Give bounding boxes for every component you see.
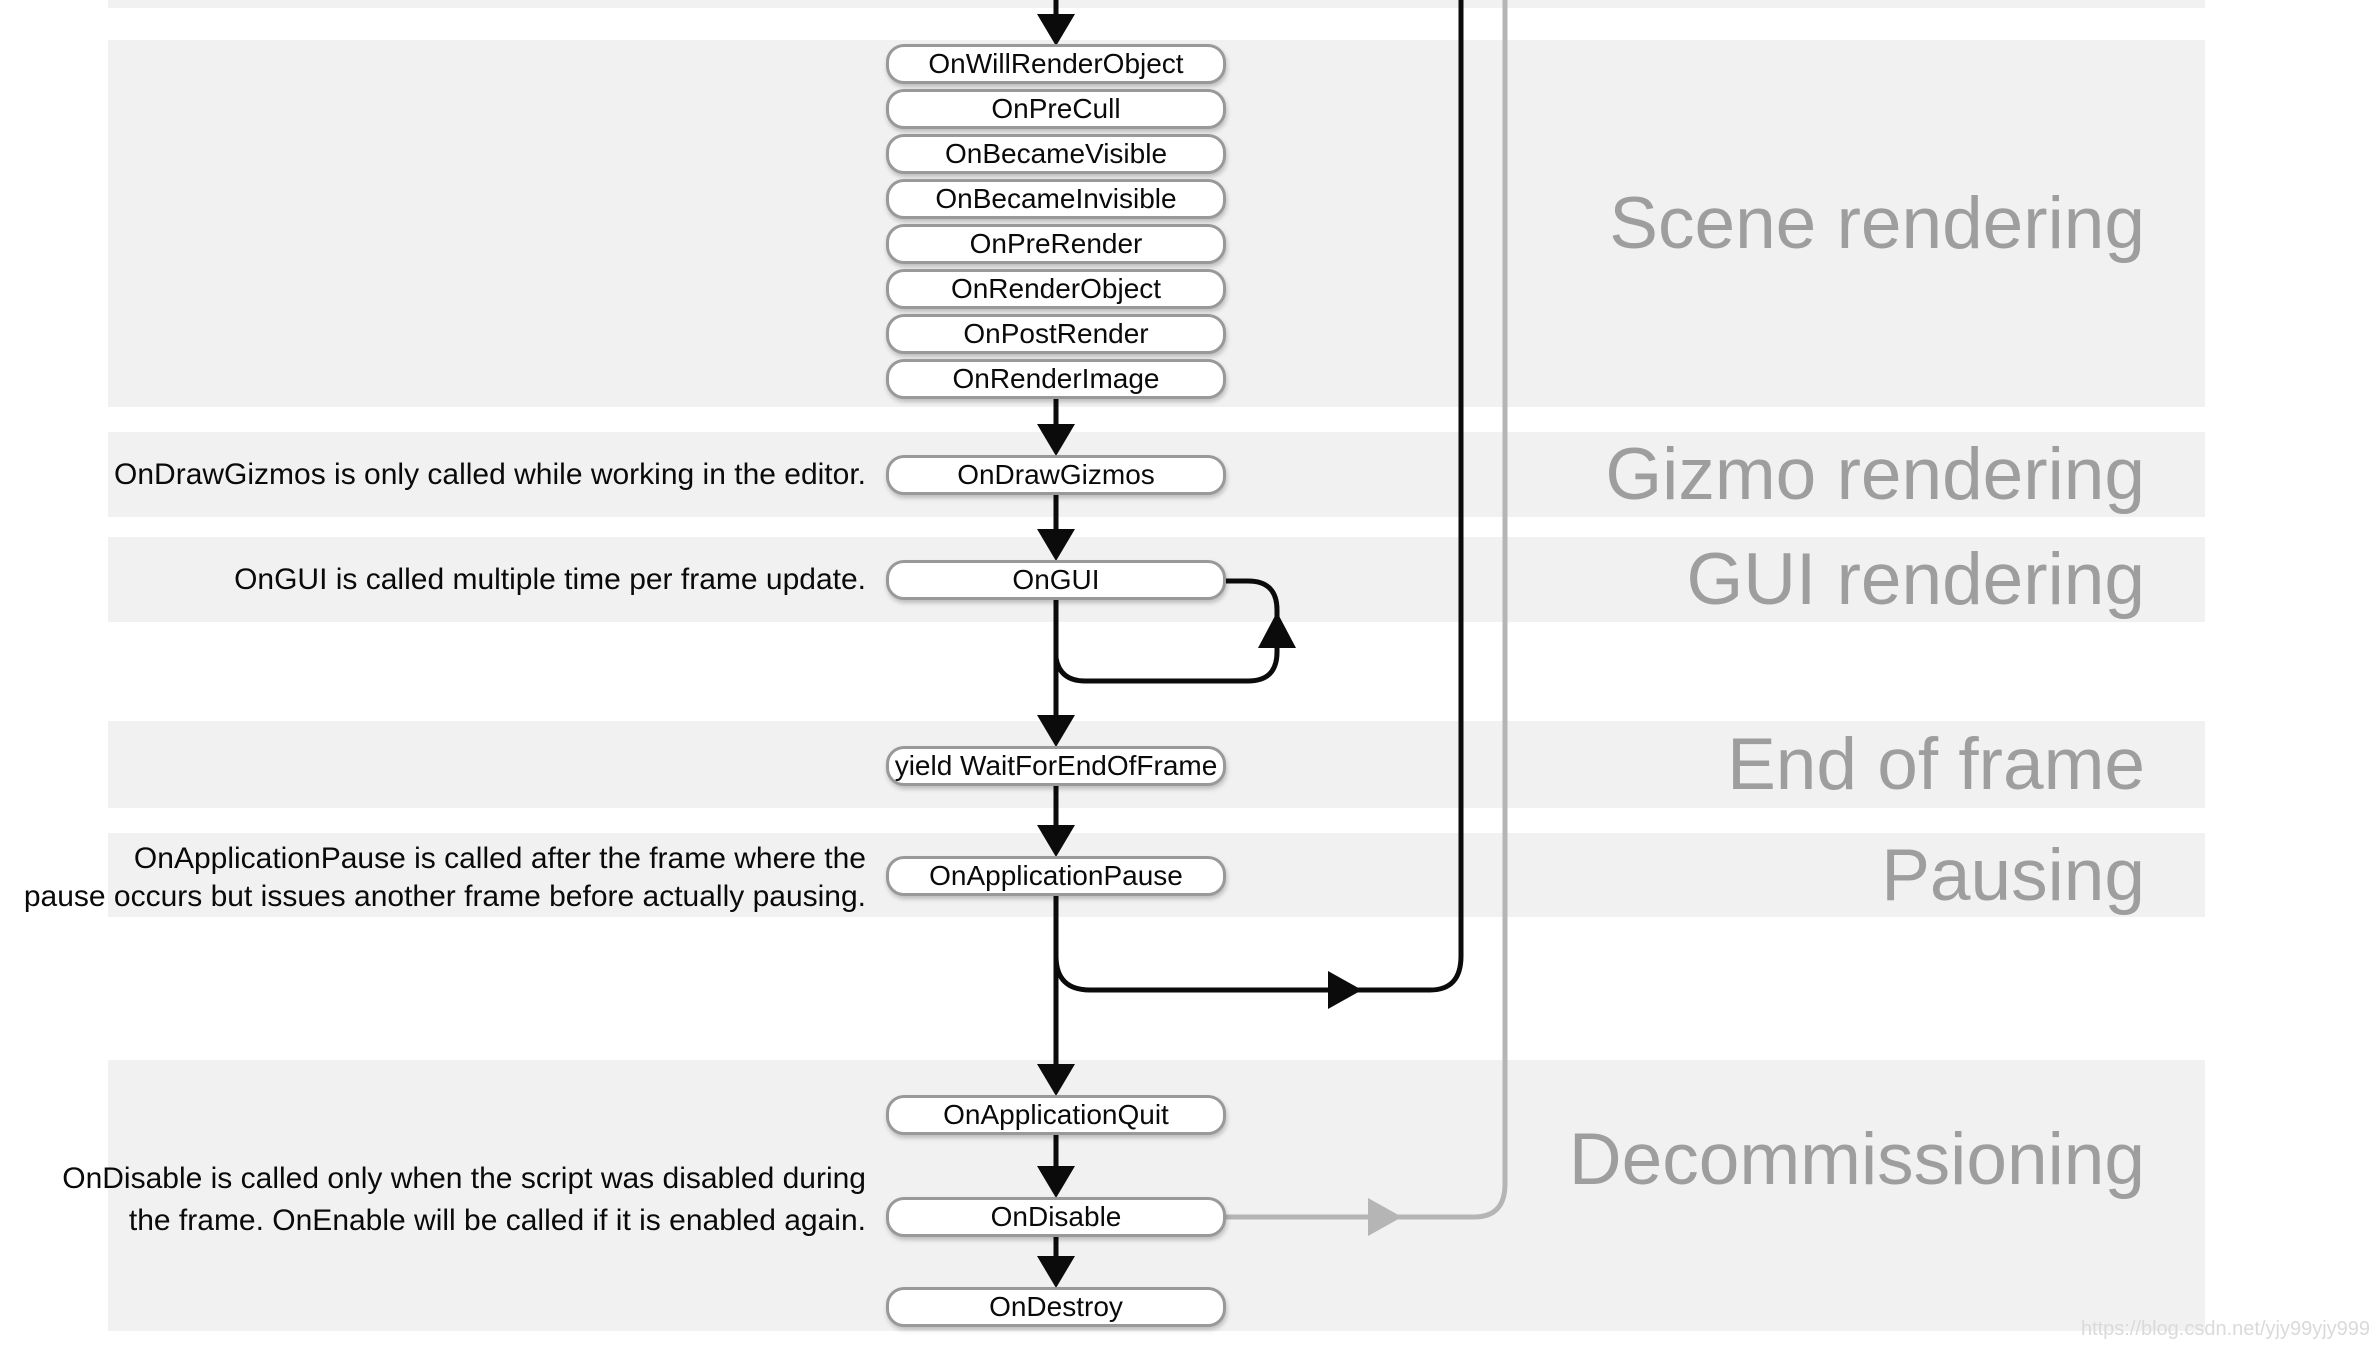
arrowhead-into-ongui	[1037, 529, 1075, 561]
node-label: OnBecameVisible	[944, 138, 1168, 169]
annotation-line: pause occurs but issues another frame be…	[23, 880, 866, 913]
section-label-gizmo-rendering: Gizmo rendering	[1605, 434, 2145, 515]
node-label: OnPostRender	[963, 318, 1149, 349]
arrowhead-into-ondrawgizmos	[1037, 424, 1075, 456]
node-label: OnWillRenderObject	[928, 48, 1184, 79]
node-label: OnDisable	[990, 1201, 1122, 1232]
node-ondisable: OnDisable	[886, 1197, 1226, 1237]
watermark-url: https://blog.csdn.net/yjy99yjy999	[2080, 1318, 2370, 1340]
arrowhead-into-onapplicationquit	[1037, 1064, 1075, 1096]
node-ondestroy: OnDestroy	[886, 1287, 1226, 1327]
node-onwillrenderobject: OnWillRenderObject	[886, 44, 1226, 84]
arrowhead-into-onapplicationpause	[1037, 825, 1075, 857]
section-label-scene-rendering: Scene rendering	[1609, 183, 2145, 264]
node-label: OnPreRender	[969, 228, 1143, 259]
node-label: OnRenderObject	[950, 273, 1162, 304]
node-onapplicationpause: OnApplicationPause	[886, 856, 1226, 896]
annotation-ondisable: OnDisable is called only when the script…	[62, 1158, 866, 1242]
annotation-line: the frame. OnEnable will be called if it…	[128, 1204, 866, 1237]
node-label: OnGUI	[1012, 564, 1100, 595]
annotation-ondrawgizmos: OnDrawGizmos is only called while workin…	[114, 458, 866, 491]
section-label-end-of-frame: End of frame	[1727, 724, 2145, 805]
node-onprecull: OnPreCull	[886, 89, 1226, 129]
node-label: OnDestroy	[989, 1291, 1123, 1322]
node-label: yield WaitForEndOfFrame	[894, 750, 1218, 781]
node-label: OnApplicationPause	[929, 860, 1183, 891]
section-label-decommissioning: Decommissioning	[1568, 1119, 2145, 1200]
node-label: OnPreCull	[991, 93, 1121, 124]
section-label-gui-rendering: GUI rendering	[1686, 539, 2146, 620]
node-onpostrender: OnPostRender	[886, 314, 1226, 354]
node-label: OnBecameInvisible	[935, 183, 1177, 214]
node-onrenderobject: OnRenderObject	[886, 269, 1226, 309]
section-label-pausing: Pausing	[1881, 835, 2145, 916]
node-label: OnRenderImage	[952, 363, 1160, 394]
node-label: OnDrawGizmos	[957, 459, 1155, 490]
node-ongui: OnGUI	[886, 560, 1226, 600]
node-onrenderimage: OnRenderImage	[886, 359, 1226, 399]
node-onprerender: OnPreRender	[886, 224, 1226, 264]
annotation-line: OnApplicationPause is called after the f…	[133, 842, 866, 875]
annotation-onapplicationpause: OnApplicationPause is called after the f…	[24, 840, 866, 916]
arrowhead-into-ondisable	[1037, 1166, 1075, 1198]
ongui-loop-line	[1053, 578, 1280, 684]
node-yieldwaitforendofframe: yield WaitForEndOfFrame	[886, 746, 1226, 786]
ondisable-bypass-line	[1226, 0, 1508, 1220]
annotation-line: OnDisable is called only when the script…	[62, 1162, 866, 1195]
frame-loop-right-arrowhead	[1328, 971, 1362, 1009]
arrowhead-into-yieldwait	[1037, 715, 1075, 747]
annotation-ongui: OnGUI is called multiple time per frame …	[234, 563, 866, 596]
band-previous-remnant	[108, 0, 2205, 8]
node-onbecameinvisible: OnBecameInvisible	[886, 179, 1226, 219]
node-onapplicationquit: OnApplicationQuit	[886, 1095, 1226, 1135]
frame-loop-line	[1053, 0, 1464, 993]
ongui-loop-up-arrowhead	[1258, 612, 1296, 648]
arrowhead-into-ondestroy	[1037, 1256, 1075, 1288]
arrowhead-into-onwillrenderobject	[1037, 14, 1075, 46]
node-label: OnApplicationQuit	[943, 1099, 1169, 1130]
node-ondrawgizmos: OnDrawGizmos	[886, 455, 1226, 495]
ondisable-bypass-arrowhead	[1368, 1198, 1402, 1236]
node-onbecamevisible: OnBecameVisible	[886, 134, 1226, 174]
